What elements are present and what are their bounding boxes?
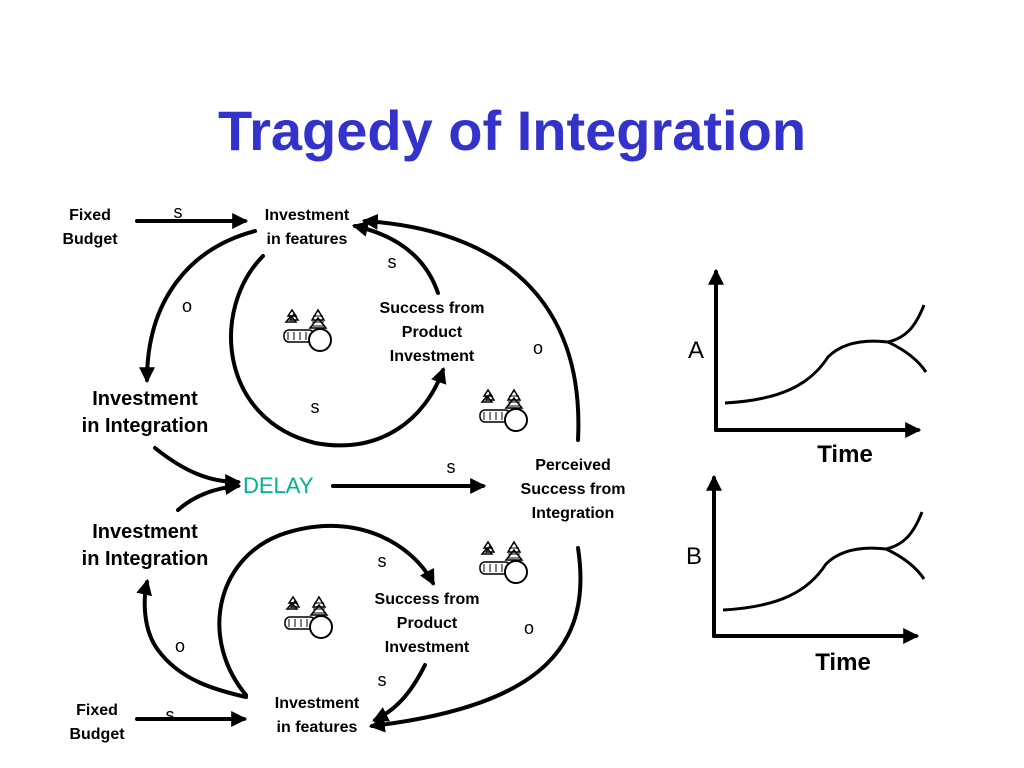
svg-text:in Integration: in Integration <box>82 415 209 437</box>
arrow-integration-bottom-to-delay <box>176 479 242 512</box>
graph-a: A Time <box>688 268 928 468</box>
loop-sketch-icon <box>479 541 528 584</box>
node-fixed-budget-top: Fixed Budget <box>62 207 118 248</box>
polarity-label: s <box>174 202 183 222</box>
svg-text:in features: in features <box>277 719 358 736</box>
svg-text:Investment: Investment <box>390 348 475 365</box>
node-investment-integration-bottom: Investment in Integration <box>82 521 209 570</box>
svg-text:Budget: Budget <box>62 231 118 248</box>
graph-b: B Time <box>686 474 926 676</box>
svg-text:Fixed: Fixed <box>76 702 118 719</box>
loop-sketch-icon <box>479 389 528 432</box>
svg-text:Product: Product <box>402 324 463 341</box>
node-investment-integration-top: Investment in Integration <box>82 388 209 437</box>
graph-b-label: B <box>686 543 702 570</box>
arrow-features-to-integration-top <box>139 229 257 384</box>
polarity-label: o <box>175 636 185 656</box>
polarity-label: s <box>447 457 456 477</box>
svg-text:Investment: Investment <box>92 388 198 410</box>
svg-text:Investment: Investment <box>275 695 360 712</box>
arrow-perceived-to-features-bottom <box>368 546 583 733</box>
graph-a-xlabel: Time <box>817 441 873 468</box>
polarity-label: o <box>533 338 543 358</box>
svg-text:Product: Product <box>397 615 458 632</box>
svg-text:Success from: Success from <box>375 591 480 608</box>
svg-text:Budget: Budget <box>69 726 125 743</box>
svg-text:Integration: Integration <box>532 505 615 522</box>
svg-text:Perceived: Perceived <box>535 457 611 474</box>
polarity-label: o <box>524 618 534 638</box>
loop-sketch-icon <box>283 309 332 352</box>
svg-text:Success from: Success from <box>380 300 485 317</box>
arrow-success-to-features-top <box>351 221 440 295</box>
arrow-perceived-to-features-top <box>361 213 581 442</box>
arrow-integration-top-to-delay <box>153 446 242 490</box>
node-investment-features-bottom: Investment in features <box>275 695 360 736</box>
delay-label: DELAY <box>243 473 314 498</box>
loop-sketch-icon <box>284 596 333 639</box>
graph-b-curve-branch <box>885 547 926 580</box>
node-success-product-bottom: Success from Product Investment <box>375 591 480 656</box>
graph-b-curve <box>722 511 924 612</box>
arrow-features-to-integration-bottom <box>136 578 248 699</box>
svg-text:in features: in features <box>267 231 348 248</box>
arrow-features-to-success-bottom <box>217 524 435 697</box>
svg-text:Success from: Success from <box>521 481 626 498</box>
svg-text:Investment: Investment <box>265 207 350 224</box>
polarity-label: o <box>182 296 192 316</box>
node-success-product-top: Success from Product Investment <box>380 300 485 365</box>
polarity-label: s <box>166 705 175 725</box>
slide-title: Tragedy of Integration <box>217 99 807 162</box>
node-investment-features-top: Investment in features <box>265 207 350 248</box>
svg-text:Investment: Investment <box>92 521 198 543</box>
svg-text:in Integration: in Integration <box>82 548 209 570</box>
polarity-label: s <box>378 670 387 690</box>
arrow-features-to-success-top <box>229 254 447 448</box>
svg-text:Investment: Investment <box>385 639 470 656</box>
polarity-label: s <box>311 397 320 417</box>
graph-a-curve-branch <box>887 340 928 373</box>
svg-text:Fixed: Fixed <box>69 207 111 224</box>
polarity-label: s <box>388 252 397 272</box>
node-perceived-success: Perceived Success from Integration <box>521 457 626 522</box>
graph-a-label: A <box>688 337 704 364</box>
polarity-label: s <box>378 551 387 571</box>
graph-a-curve <box>724 304 926 405</box>
graph-b-xlabel: Time <box>815 649 871 676</box>
node-fixed-budget-bottom: Fixed Budget <box>69 702 125 743</box>
